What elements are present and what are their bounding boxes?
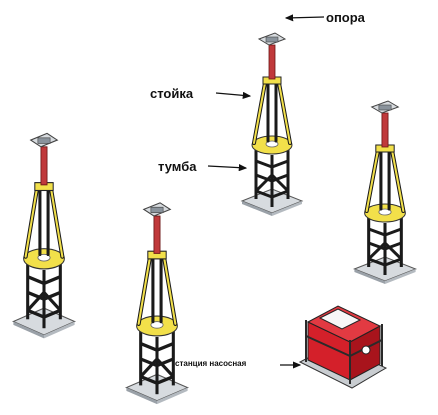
arrow-post — [215, 91, 252, 99]
label-post: стойка — [150, 86, 194, 101]
jack-stand-right — [354, 101, 415, 284]
jack-stand-front — [126, 203, 187, 404]
jack-stand-left — [13, 133, 74, 338]
label-support: опора — [326, 10, 365, 25]
pump-station — [298, 305, 388, 389]
label-arrows — [207, 14, 325, 369]
arrow-base — [207, 164, 248, 172]
label-pump-station: станция насосная — [175, 359, 247, 368]
label-base: тумба — [158, 159, 197, 174]
arrow-support — [284, 14, 325, 22]
jack-stand-center — [240, 31, 304, 218]
